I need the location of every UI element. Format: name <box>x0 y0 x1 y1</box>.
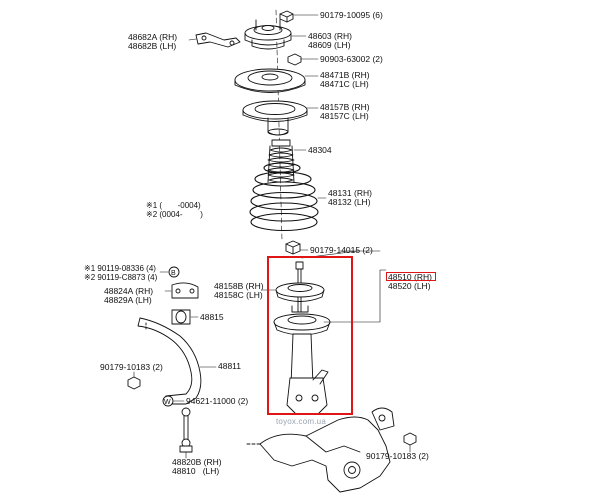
svg-text:W: W <box>164 399 171 406</box>
part-steering-knuckle <box>245 407 395 493</box>
part-nut-14015 <box>285 240 301 255</box>
part-stabilizer-bracket <box>171 282 199 299</box>
part-stabilizer-bar <box>137 317 202 405</box>
label-90179-10183-right: 90179-10183 (2) <box>366 451 429 461</box>
label-90179-10095: 90179-10095 (6) <box>320 10 383 20</box>
part-washer-94621: W <box>162 395 174 407</box>
part-nut-10183-right <box>403 432 417 446</box>
part-upper-support <box>244 19 292 50</box>
label-48158: 48158B (RH) 48158C (LH) <box>214 281 264 300</box>
label-94621-11000: 94621-11000 (2) <box>186 396 249 406</box>
part-coil-spring <box>249 162 319 232</box>
label-48815: 48815 <box>200 312 224 322</box>
label-notes: ※1 ( -0004) ※2 (0004- ) <box>146 201 203 219</box>
part-bracket <box>195 32 241 48</box>
label-48471: 48471B (RH) 48471C (LH) <box>320 70 370 89</box>
part-shock-absorber <box>273 261 331 415</box>
part-top-nut <box>279 10 294 23</box>
part-nut-10183-left <box>127 376 141 390</box>
label-48603: 48603 (RH) 48609 (LH) <box>308 31 352 50</box>
part-stabilizer-link <box>179 407 193 453</box>
label-48510: 48510 (RH) 48520 (LH) <box>388 272 432 291</box>
label-90179-14015: 90179-14015 (2) <box>310 245 373 255</box>
label-48131: 48131 (RH) 48132 (LH) <box>328 188 372 207</box>
label-48682: 48682A (RH) 48682B (LH) <box>128 32 178 51</box>
label-90179-10183-left: 90179-10183 (2) <box>100 362 163 372</box>
label-48820: 48820B (RH) 48810 (LH) <box>172 457 222 476</box>
label-48811: 48811 <box>218 361 242 371</box>
svg-text:B: B <box>171 270 176 277</box>
label-48157: 48157B (RH) 48157C (LH) <box>320 102 370 121</box>
label-48824: 48824A (RH) 48829A (LH) <box>104 286 154 305</box>
part-upper-insulator <box>234 68 306 93</box>
highlight-strut-box <box>267 256 353 415</box>
label-48304: 48304 <box>308 145 332 155</box>
center-axis <box>275 9 283 241</box>
label-90903-63002: 90903-63002 (2) <box>320 54 383 64</box>
watermark: toyox.com.ua <box>276 417 326 426</box>
part-bolt-90119: B <box>168 266 180 278</box>
part-spring-seat <box>242 100 308 136</box>
highlight-label-box <box>386 272 436 281</box>
label-90119: ※1 90119-08336 (4) ※2 90119-C8873 (4) <box>84 264 158 282</box>
part-bellows <box>267 139 295 183</box>
part-small-nut <box>287 53 302 66</box>
part-bushing <box>171 309 191 325</box>
